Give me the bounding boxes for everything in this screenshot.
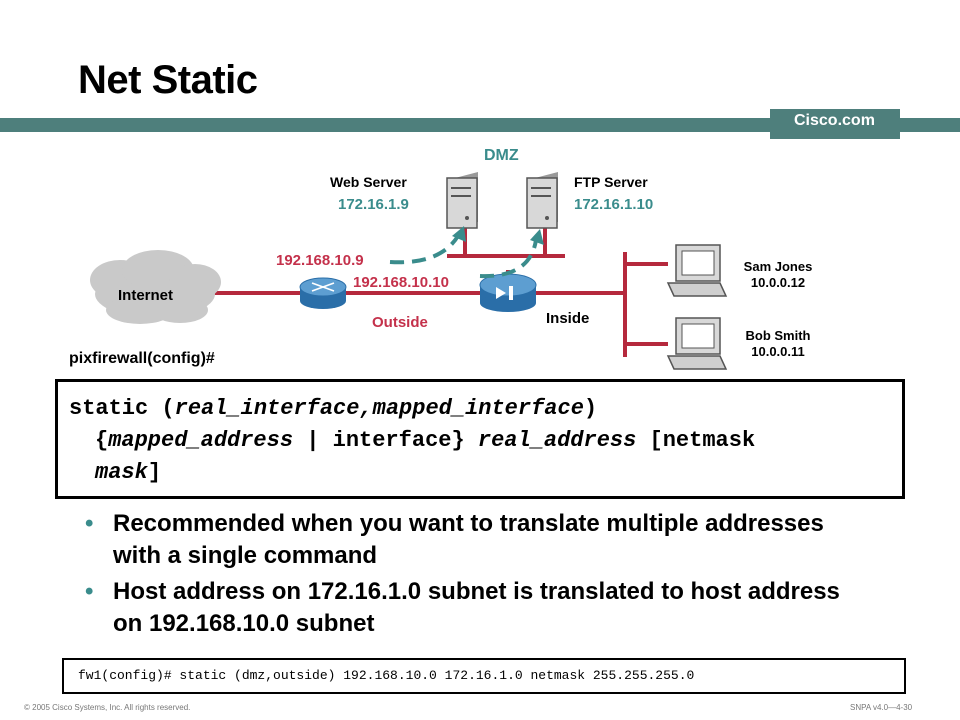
bullet-item: • Recommended when you want to translate … xyxy=(85,508,865,572)
syntax-interfaces-arg: real_interface,mapped_interface xyxy=(174,396,584,421)
bob-smith-pc-icon xyxy=(666,317,728,370)
host-sam-jones: Sam Jones 10.0.0.12 xyxy=(730,259,826,291)
example-command: fw1(config)# static (dmz,outside) 192.16… xyxy=(78,668,695,683)
dmz-label: DMZ xyxy=(484,147,519,164)
inside-label: Inside xyxy=(546,310,590,327)
config-prompt: pixfirewall(config)# xyxy=(69,350,215,367)
host-bob-smith: Bob Smith 10.0.0.11 xyxy=(730,328,826,360)
arrowhead-web xyxy=(452,226,466,242)
web-server-ip: 172.16.1.9 xyxy=(338,196,409,213)
translation-arrow-web xyxy=(389,234,460,265)
web-server-icon xyxy=(446,172,478,229)
syntax-line-3: mask] xyxy=(95,460,161,485)
example-command-box: fw1(config)# static (dmz,outside) 192.16… xyxy=(62,658,906,694)
host-sam-jones-name: Sam Jones xyxy=(743,259,813,274)
host-bob-smith-ip: 10.0.0.11 xyxy=(751,344,805,359)
bullet-text: Host address on 172.16.1.0 subnet is tra… xyxy=(113,578,840,637)
syntax-line-1: static (real_interface,mapped_interface) xyxy=(69,396,597,421)
router-icon xyxy=(299,277,347,309)
header-band xyxy=(0,118,960,132)
syntax-mask-arg: mask xyxy=(95,460,148,485)
syntax-open-brace: { xyxy=(95,428,109,453)
internet-label: Internet xyxy=(118,287,174,304)
syntax-netmask-option: [netmask xyxy=(636,428,756,453)
ftp-server-ip: 172.16.1.10 xyxy=(574,196,654,213)
syntax-line-2: {mapped_address | interface} real_addres… xyxy=(95,428,755,453)
translation-arrow-ftp xyxy=(479,239,538,279)
ftp-server-icon xyxy=(526,172,558,229)
arrowhead-ftp xyxy=(530,229,544,245)
syntax-mapped-address-arg: mapped_address xyxy=(108,428,294,453)
sam-jones-pc-icon xyxy=(666,244,728,297)
bullet-dot-icon: • xyxy=(85,510,94,537)
mapped-ip-ftp: 192.168.10.10 xyxy=(353,274,449,291)
syntax-close-bracket: ] xyxy=(147,460,162,485)
syntax-close-paren: ) xyxy=(583,396,598,421)
footer-copyright: © 2005 Cisco Systems, Inc. All rights re… xyxy=(24,703,191,712)
bullet-list: • Recommended when you want to translate … xyxy=(85,508,865,644)
internet-cloud-icon xyxy=(90,250,221,324)
brand-label: Cisco.com xyxy=(794,112,875,129)
host-bob-smith-name: Bob Smith xyxy=(745,328,811,343)
mapped-ip-web: 192.168.10.9 xyxy=(276,252,364,269)
web-server-name: Web Server xyxy=(330,174,407,190)
syntax-interface-option: | interface} xyxy=(293,428,478,453)
footer-course: SNPA v4.0—4-30 xyxy=(850,703,913,712)
command-syntax-box: static (real_interface,mapped_interface)… xyxy=(55,379,905,499)
network-diagram xyxy=(90,172,728,370)
ftp-server-name: FTP Server xyxy=(574,174,648,190)
page-title: Net Static xyxy=(78,58,258,102)
bullet-dot-icon: • xyxy=(85,578,94,605)
outside-label: Outside xyxy=(372,314,428,331)
bullet-text: Recommended when you want to translate m… xyxy=(113,510,824,569)
syntax-static-cmd: static ( xyxy=(69,396,175,421)
pix-firewall-icon xyxy=(479,273,537,312)
syntax-real-address-arg: real_address xyxy=(477,428,637,453)
bullet-item: • Host address on 172.16.1.0 subnet is tr… xyxy=(85,576,865,640)
brand-tab: Cisco.com xyxy=(770,109,900,139)
host-sam-jones-ip: 10.0.0.12 xyxy=(750,275,806,290)
